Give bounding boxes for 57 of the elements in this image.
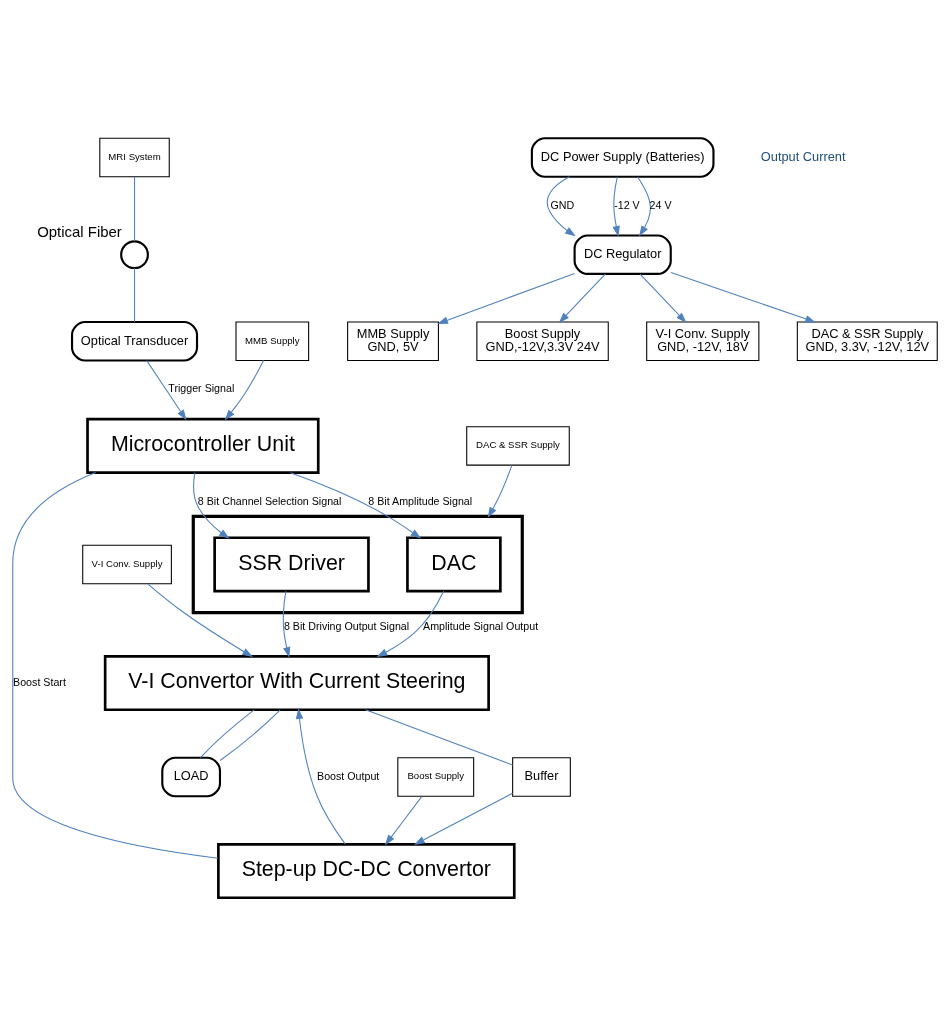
edge-label: GND <box>550 198 575 211</box>
cluster <box>191 514 524 615</box>
node-box: Microcontroller Unit <box>86 417 320 474</box>
node-box: DC Regulator <box>573 234 672 275</box>
connector <box>134 176 136 242</box>
connector <box>199 709 255 759</box>
arrow <box>637 176 651 237</box>
edge-label: 8 Bit Driving Output Signal <box>283 619 410 632</box>
connector <box>134 267 136 323</box>
arrow <box>546 176 576 237</box>
arrow <box>147 583 253 657</box>
edge-label: Trigger Signal <box>168 382 235 395</box>
node-circle <box>120 240 149 270</box>
node-box: Boost Supply GND,-12V,3.3V 24V <box>476 321 609 361</box>
node-box: V-I Convertor With Current Steering <box>103 655 490 712</box>
node-box: Optical Transducer <box>70 320 199 362</box>
connector <box>219 709 281 761</box>
arrow <box>612 176 620 237</box>
node-box: Buffer <box>512 757 571 797</box>
arrow <box>558 273 606 324</box>
node-box: DAC & SSR Supply <box>466 426 570 466</box>
node-box: MRI System <box>99 137 170 178</box>
arrow <box>224 360 265 421</box>
node-box: DC Power Supply (Batteries) <box>530 137 715 178</box>
edge-label: 8 Bit Channel Selection Signal <box>197 494 342 507</box>
connector <box>365 709 514 766</box>
label: Output Current <box>760 148 846 164</box>
arrow <box>282 590 291 658</box>
edge-label: -12 V <box>614 198 640 211</box>
node-box: LOAD <box>161 756 222 798</box>
arrow <box>146 360 187 421</box>
arrow <box>639 273 687 324</box>
arrow <box>437 272 576 324</box>
node-box: SSR Driver <box>213 536 370 593</box>
node-box: V-I Conv. Supply GND, -12V, 18V <box>646 321 760 361</box>
node-box: DAC & SSR Supply GND, 3.3V, -12V, 12V <box>796 321 938 361</box>
edge-label: Amplitude Signal Output <box>423 619 539 632</box>
arrow <box>414 792 514 845</box>
node-box: Step-up DC-DC Convertor <box>217 843 516 900</box>
edge-label: 24 V <box>649 198 672 211</box>
node-label: Optical Fiber <box>37 223 122 241</box>
connector <box>12 472 219 859</box>
arrow <box>193 472 230 539</box>
node-box: MMB Supply <box>235 321 310 361</box>
node-box: MMB Supply GND, 5V <box>347 321 439 361</box>
arrow <box>295 708 346 845</box>
arrow <box>670 271 816 323</box>
arrow <box>289 472 422 539</box>
node-box: Boost Supply <box>397 757 475 797</box>
node-box: V-I Conv. Supply <box>82 544 172 585</box>
node-box: DAC <box>406 536 502 593</box>
arrow <box>487 464 513 518</box>
arrow <box>376 590 445 657</box>
edge-label: Boost Start <box>13 675 66 688</box>
edge-label: Boost Output <box>317 769 380 782</box>
arrow <box>384 796 423 846</box>
edge-label: 8 Bit Amplitude Signal <box>368 494 473 507</box>
